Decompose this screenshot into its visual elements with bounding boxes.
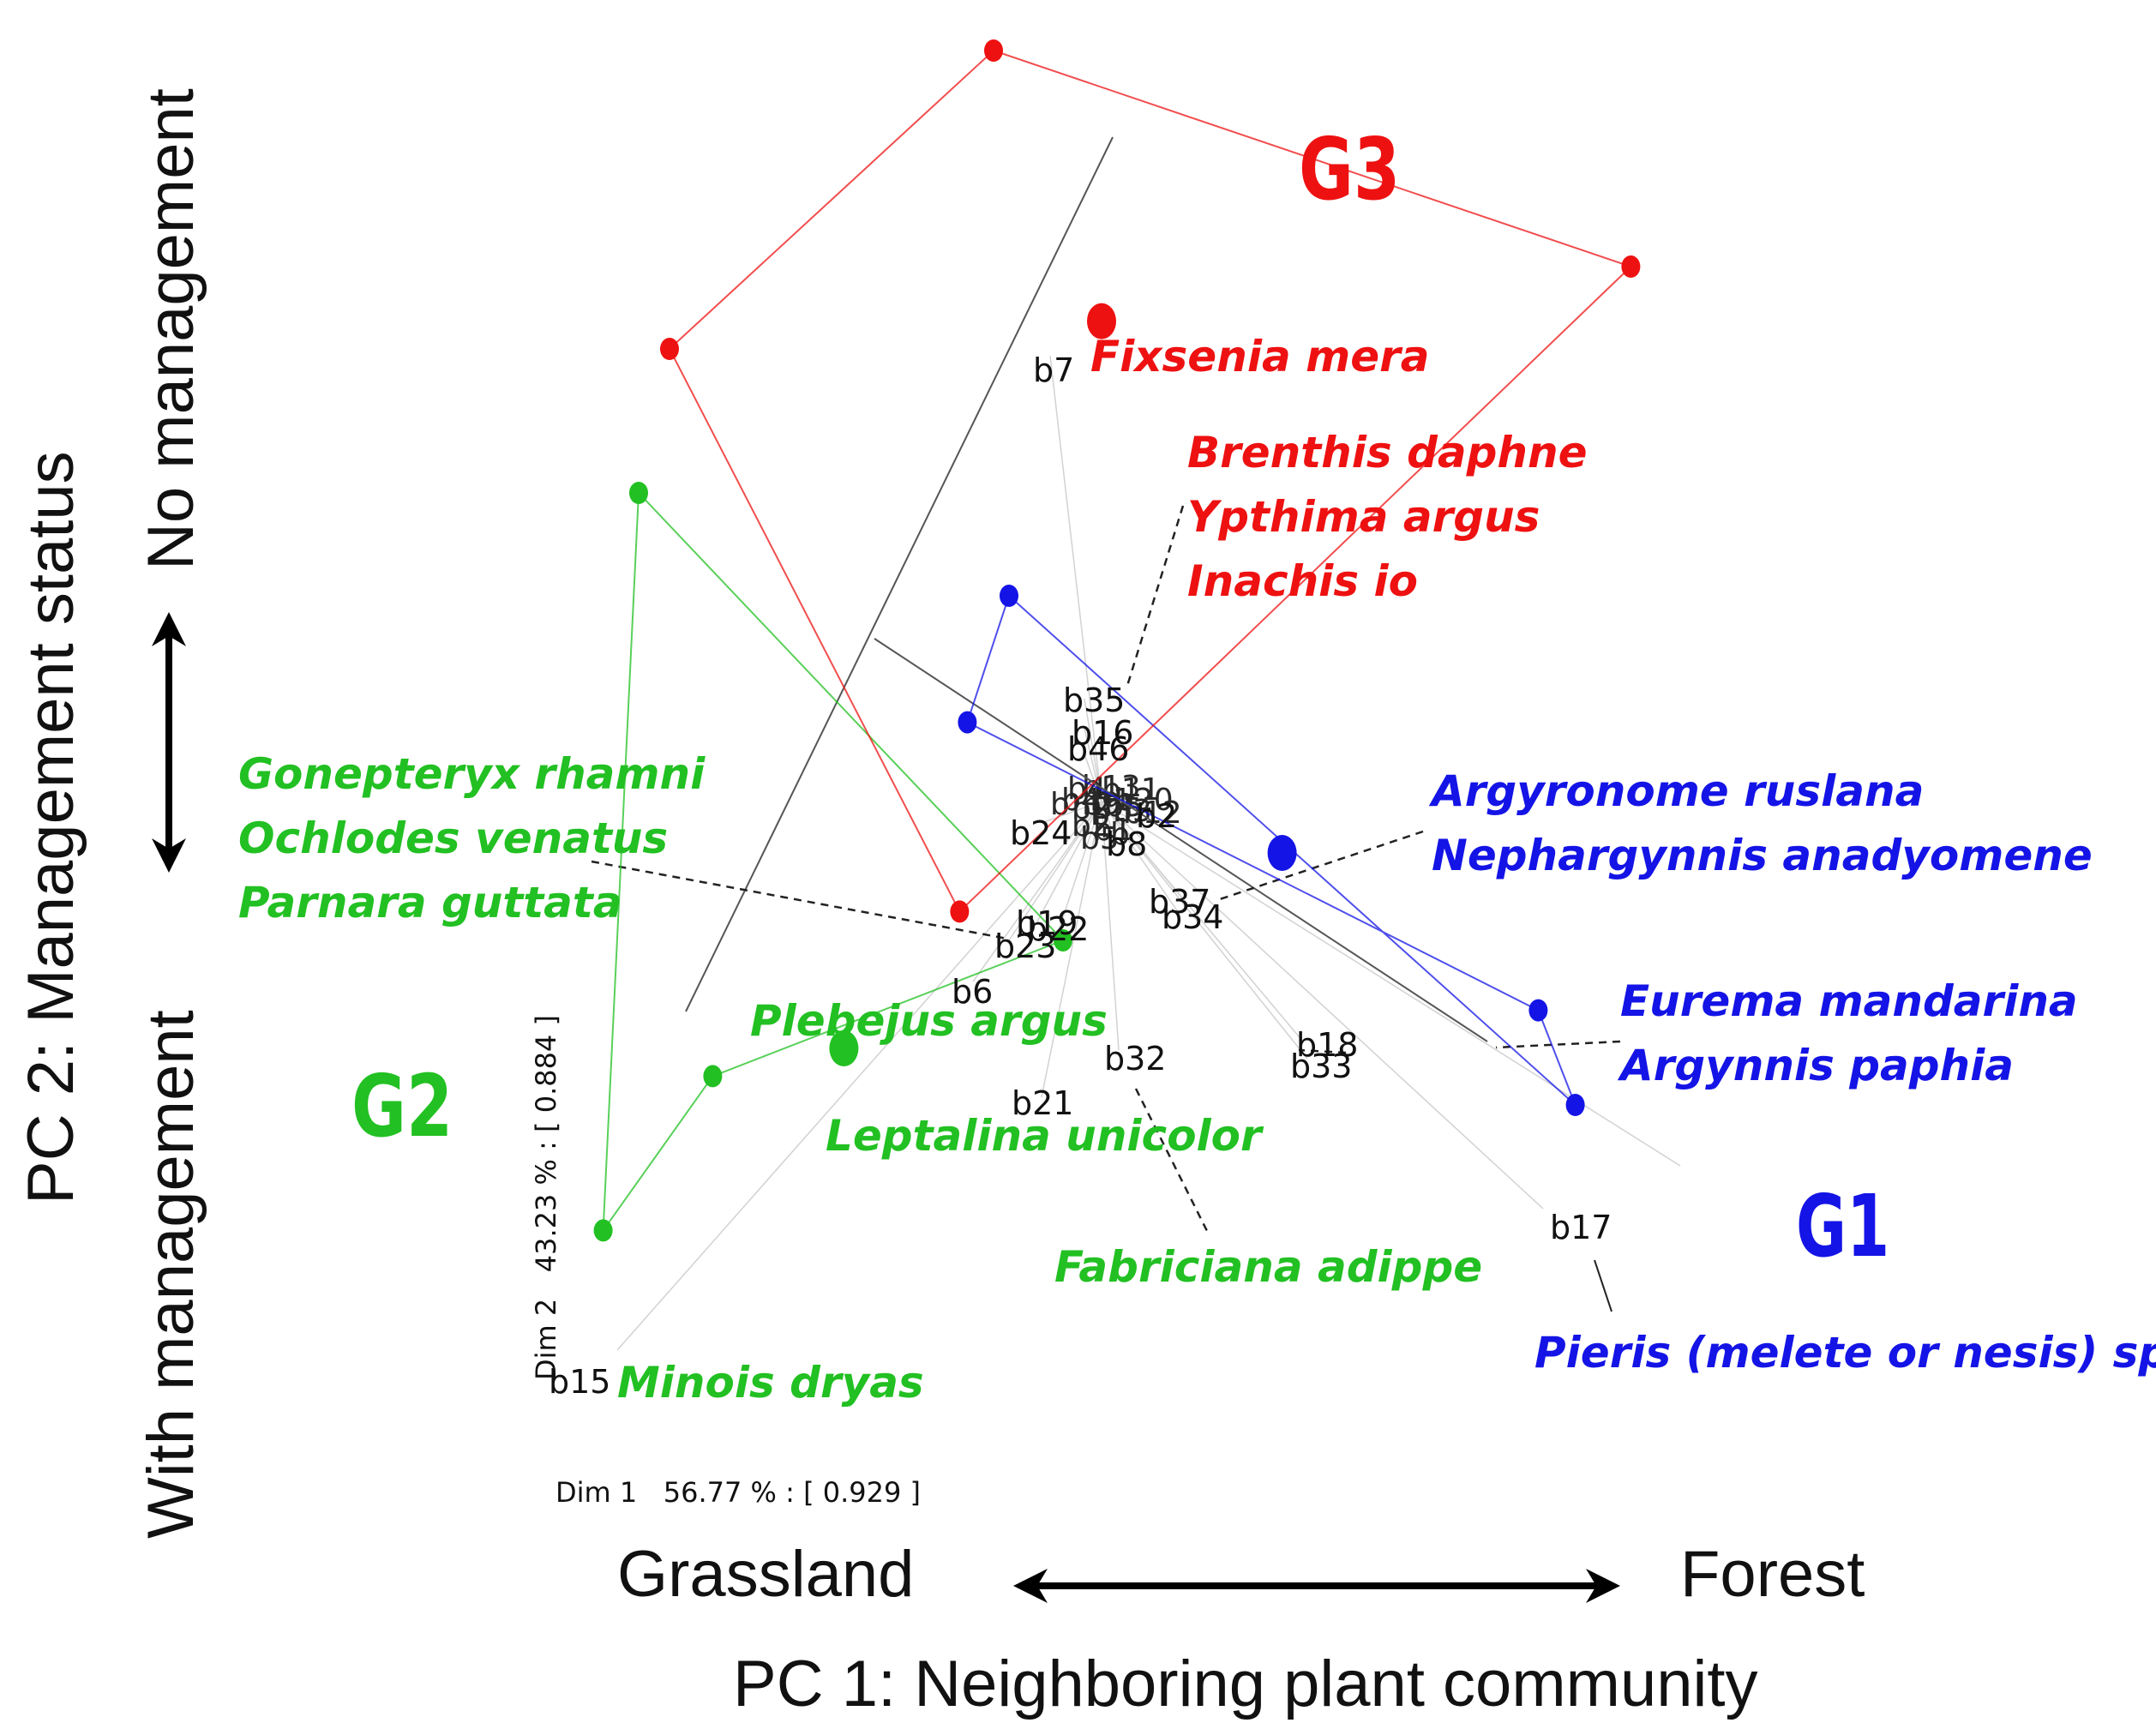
var-label-b16: b16: [1072, 714, 1133, 752]
svg-text:b1: b1: [1093, 813, 1132, 848]
species-label-g1-1: Nephargynnis anadyomene: [1432, 831, 2093, 880]
var-label-b7: b7: [1033, 351, 1074, 389]
site-point-g2-1: [629, 482, 648, 504]
svg-text:b11: b11: [1102, 772, 1161, 807]
species-label-g2-4: Leptalina unicolor: [826, 1111, 1264, 1161]
species-label-g3-3: Inachis io: [1187, 556, 1418, 606]
species-label-g3-1: Brenthis daphne: [1187, 428, 1588, 477]
svg-text:b: b: [1050, 787, 1070, 822]
centroid-axes: [685, 136, 1488, 1042]
var-label-b37: b37: [1149, 883, 1210, 921]
site-point-g2-3: [703, 1065, 723, 1088]
var-label-b8: b8: [1106, 825, 1147, 863]
group-name-g2: G2: [351, 1058, 453, 1157]
group-name-g3: G3: [1299, 121, 1400, 220]
species-label-g2-0: Gonepteryx rhamni: [238, 749, 706, 799]
site-point-g2-2: [1054, 929, 1072, 952]
var-label-b24: b24: [1010, 814, 1072, 852]
species-label-g1-0: Argyronome ruslana: [1428, 766, 1924, 816]
var-label-b18: b18: [1296, 1026, 1358, 1064]
var-label-b32: b32: [1104, 1040, 1166, 1078]
svg-text:b9: b9: [1082, 787, 1121, 822]
svg-text:b: b: [1110, 817, 1130, 852]
leader-lines-solid: [1594, 1259, 1612, 1312]
site-point-g3-1: [660, 338, 679, 360]
variable-labels: b7 b35 b16 b46 b24 b2 b8 b37 b34 b19 b22…: [549, 351, 1612, 1401]
site-point-g2-4: [593, 1219, 613, 1242]
centroid-point-g3: [1087, 303, 1116, 339]
var-label-b23: b23: [994, 928, 1056, 965]
centroid-point-g2: [829, 1030, 859, 1066]
var-label-b21: b21: [1012, 1084, 1073, 1122]
var-label-b17: b17: [1550, 1209, 1612, 1246]
species-label-g3-2: Ypthima argus: [1187, 492, 1540, 542]
group-name-g1: G1: [1796, 1176, 1889, 1276]
species-label-g2-3: Plebejus argus: [750, 996, 1108, 1046]
species-label-g1-4: Pieris (melete or nesis) spp.: [1534, 1328, 2156, 1378]
var-label-b22: b22: [1027, 910, 1089, 948]
group-names: G3 G2 G1: [351, 121, 1889, 1277]
var-label-b6: b6: [952, 973, 993, 1011]
species-label-g2-5: Fabriciana adippe: [1054, 1242, 1482, 1292]
var-label-b35: b35: [1063, 681, 1125, 719]
dim1-label: Dim 1 56.77 % : [ 0.929 ]: [556, 1476, 921, 1509]
site-point-g1-2: [958, 711, 977, 734]
y-axis-title: PC 2: Management status: [15, 451, 87, 1204]
svg-text:b2: b2: [1072, 808, 1111, 843]
species-label-g2-1: Ochlodes venatus: [238, 813, 668, 863]
site-point-g3-4: [950, 900, 970, 923]
variable-arrows: [616, 355, 1681, 1351]
var-label-b33: b33: [1290, 1048, 1352, 1085]
var-label-b2: b2: [1136, 797, 1177, 835]
y-axis-high-label: No management: [135, 88, 207, 570]
species-label-g2-2: Parnara guttata: [238, 878, 622, 928]
species-label-g3-0: Fixsenia mera: [1090, 332, 1430, 381]
y-axis-low-label: With management: [135, 1010, 207, 1539]
var-label-b19: b19: [1016, 904, 1078, 942]
site-point-g3-3: [1621, 255, 1641, 278]
species-label-g1-2: Eurema mandarina: [1620, 976, 2078, 1026]
x-axis-title: PC 1: Neighboring plant community: [733, 1648, 1757, 1720]
site-point-g1-4: [1565, 1094, 1585, 1116]
species-label-g1-3: Argynnis paphia: [1617, 1041, 2014, 1090]
var-label-b15: b15: [549, 1363, 610, 1401]
var-label-b34: b34: [1162, 898, 1223, 936]
svg-text:b5: b5: [1080, 821, 1120, 856]
centroid-point-g1: [1267, 835, 1297, 871]
site-point-g1-1: [1000, 585, 1018, 607]
leader-lines: [591, 505, 1621, 1235]
svg-text:b4: b4: [1061, 783, 1101, 818]
dim2-label: Dim 2 43.23 % : [ 0.884 ]: [530, 1015, 562, 1380]
svg-text:b: b: [1090, 797, 1110, 832]
site-point-g1-3: [1528, 999, 1548, 1022]
group-points: [593, 39, 1641, 1242]
x-axis-low-label: Grassland: [617, 1538, 914, 1611]
site-point-g3-2: [984, 39, 1003, 62]
svg-text:b13: b13: [1082, 770, 1141, 805]
species-labels: Fixsenia mera Brenthis daphne Ypthima ar…: [238, 332, 2156, 1408]
x-axis-high-label: Forest: [1680, 1538, 1865, 1611]
species-label-g2-6: Minois dryas: [617, 1358, 924, 1408]
var-label-b46: b46: [1067, 730, 1129, 768]
